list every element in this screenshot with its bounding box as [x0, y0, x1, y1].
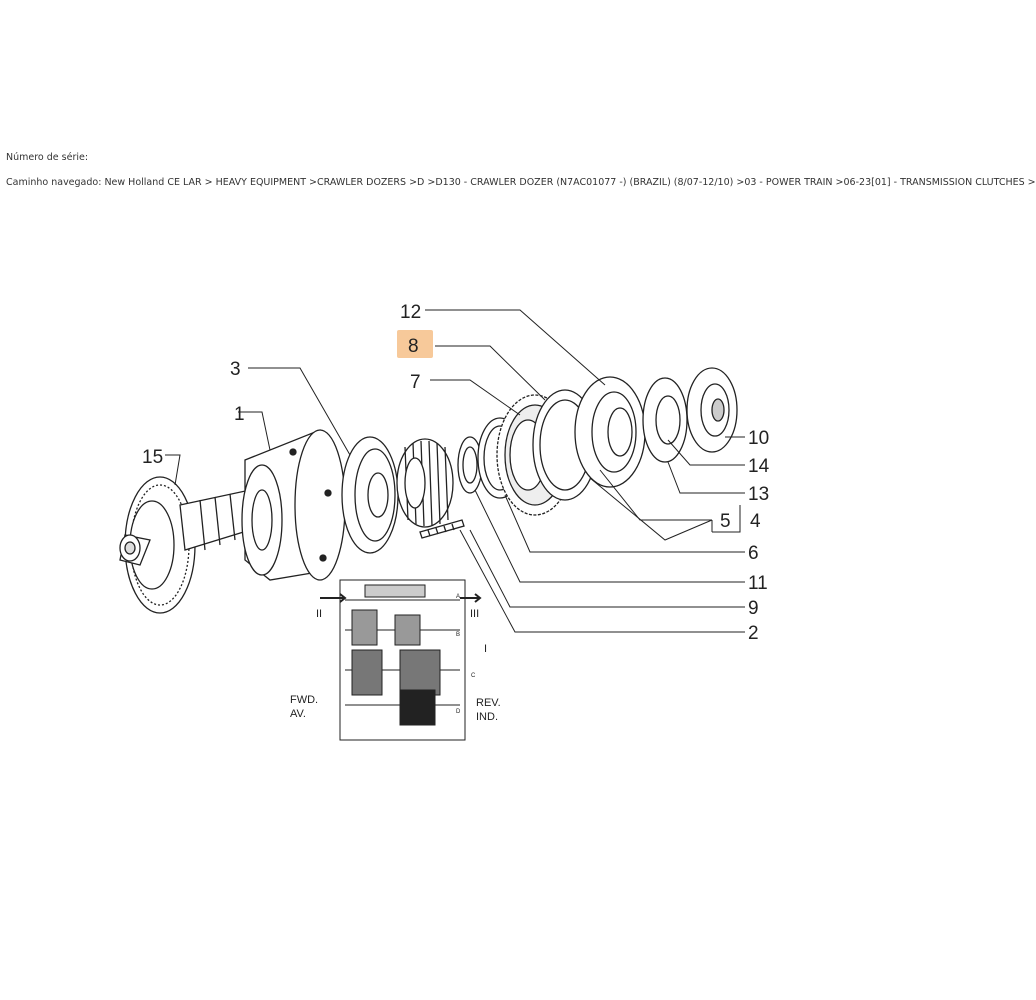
inset-roman-ii: II: [316, 608, 322, 620]
callout-8[interactable]: 8: [408, 336, 419, 357]
inset-roman-i: I: [484, 643, 487, 655]
disc-part-3: [341, 436, 399, 554]
callout-4[interactable]: 4: [750, 511, 761, 532]
inset-labels: II III I FWD. AV. REV. IND. A B C D: [290, 594, 501, 723]
inset-ind: IND.: [476, 711, 498, 723]
pin-part-2: [419, 519, 465, 539]
leader-lines: [165, 309, 745, 633]
gear-part-15: [119, 476, 196, 614]
inset-rev: REV.: [476, 697, 501, 709]
callout-14[interactable]: 14: [748, 456, 770, 477]
highlight-part-8: [397, 330, 433, 358]
callout-9[interactable]: 9: [748, 598, 759, 619]
callout-6[interactable]: 6: [748, 543, 759, 564]
schematic-inset: [320, 579, 482, 741]
inset-row-b: B: [456, 632, 460, 638]
callout-12[interactable]: 12: [400, 302, 421, 323]
callout-7[interactable]: 7: [410, 372, 421, 393]
spring-part-13: [642, 377, 688, 463]
transmission-clutch-diagram: 12 8 3 7 1 15 10 14 13 5 4 6 11 9 2 II I…: [119, 302, 770, 741]
inset-row-d: D: [456, 709, 461, 715]
callout-1[interactable]: 1: [234, 404, 245, 425]
serial-number-label: Número de série:: [6, 152, 89, 163]
inset-row-a: A: [456, 594, 460, 600]
callout-10[interactable]: 10: [748, 428, 769, 449]
callout-2[interactable]: 2: [748, 623, 759, 644]
breadcrumb: Caminho navegado: New Holland CE LAR > H…: [6, 177, 1036, 188]
callout-15[interactable]: 15: [142, 447, 163, 468]
inset-roman-iii: III: [470, 608, 479, 620]
callout-5[interactable]: 5: [720, 511, 731, 532]
splined-hub: [396, 438, 454, 528]
housing-part-1: [241, 429, 346, 581]
callout-11[interactable]: 11: [748, 573, 768, 594]
callout-3[interactable]: 3: [230, 359, 241, 380]
inset-row-c: C: [471, 673, 476, 679]
piston-part-12: [574, 376, 646, 488]
inset-fwd: FWD.: [290, 694, 318, 706]
callout-13[interactable]: 13: [748, 484, 769, 505]
shaft: [179, 489, 251, 551]
callout-labels: 12 8 3 7 1 15 10 14 13 5 4 6 11 9 2: [142, 302, 770, 644]
inset-av: AV.: [290, 708, 306, 720]
cover-part-10: [686, 367, 738, 453]
